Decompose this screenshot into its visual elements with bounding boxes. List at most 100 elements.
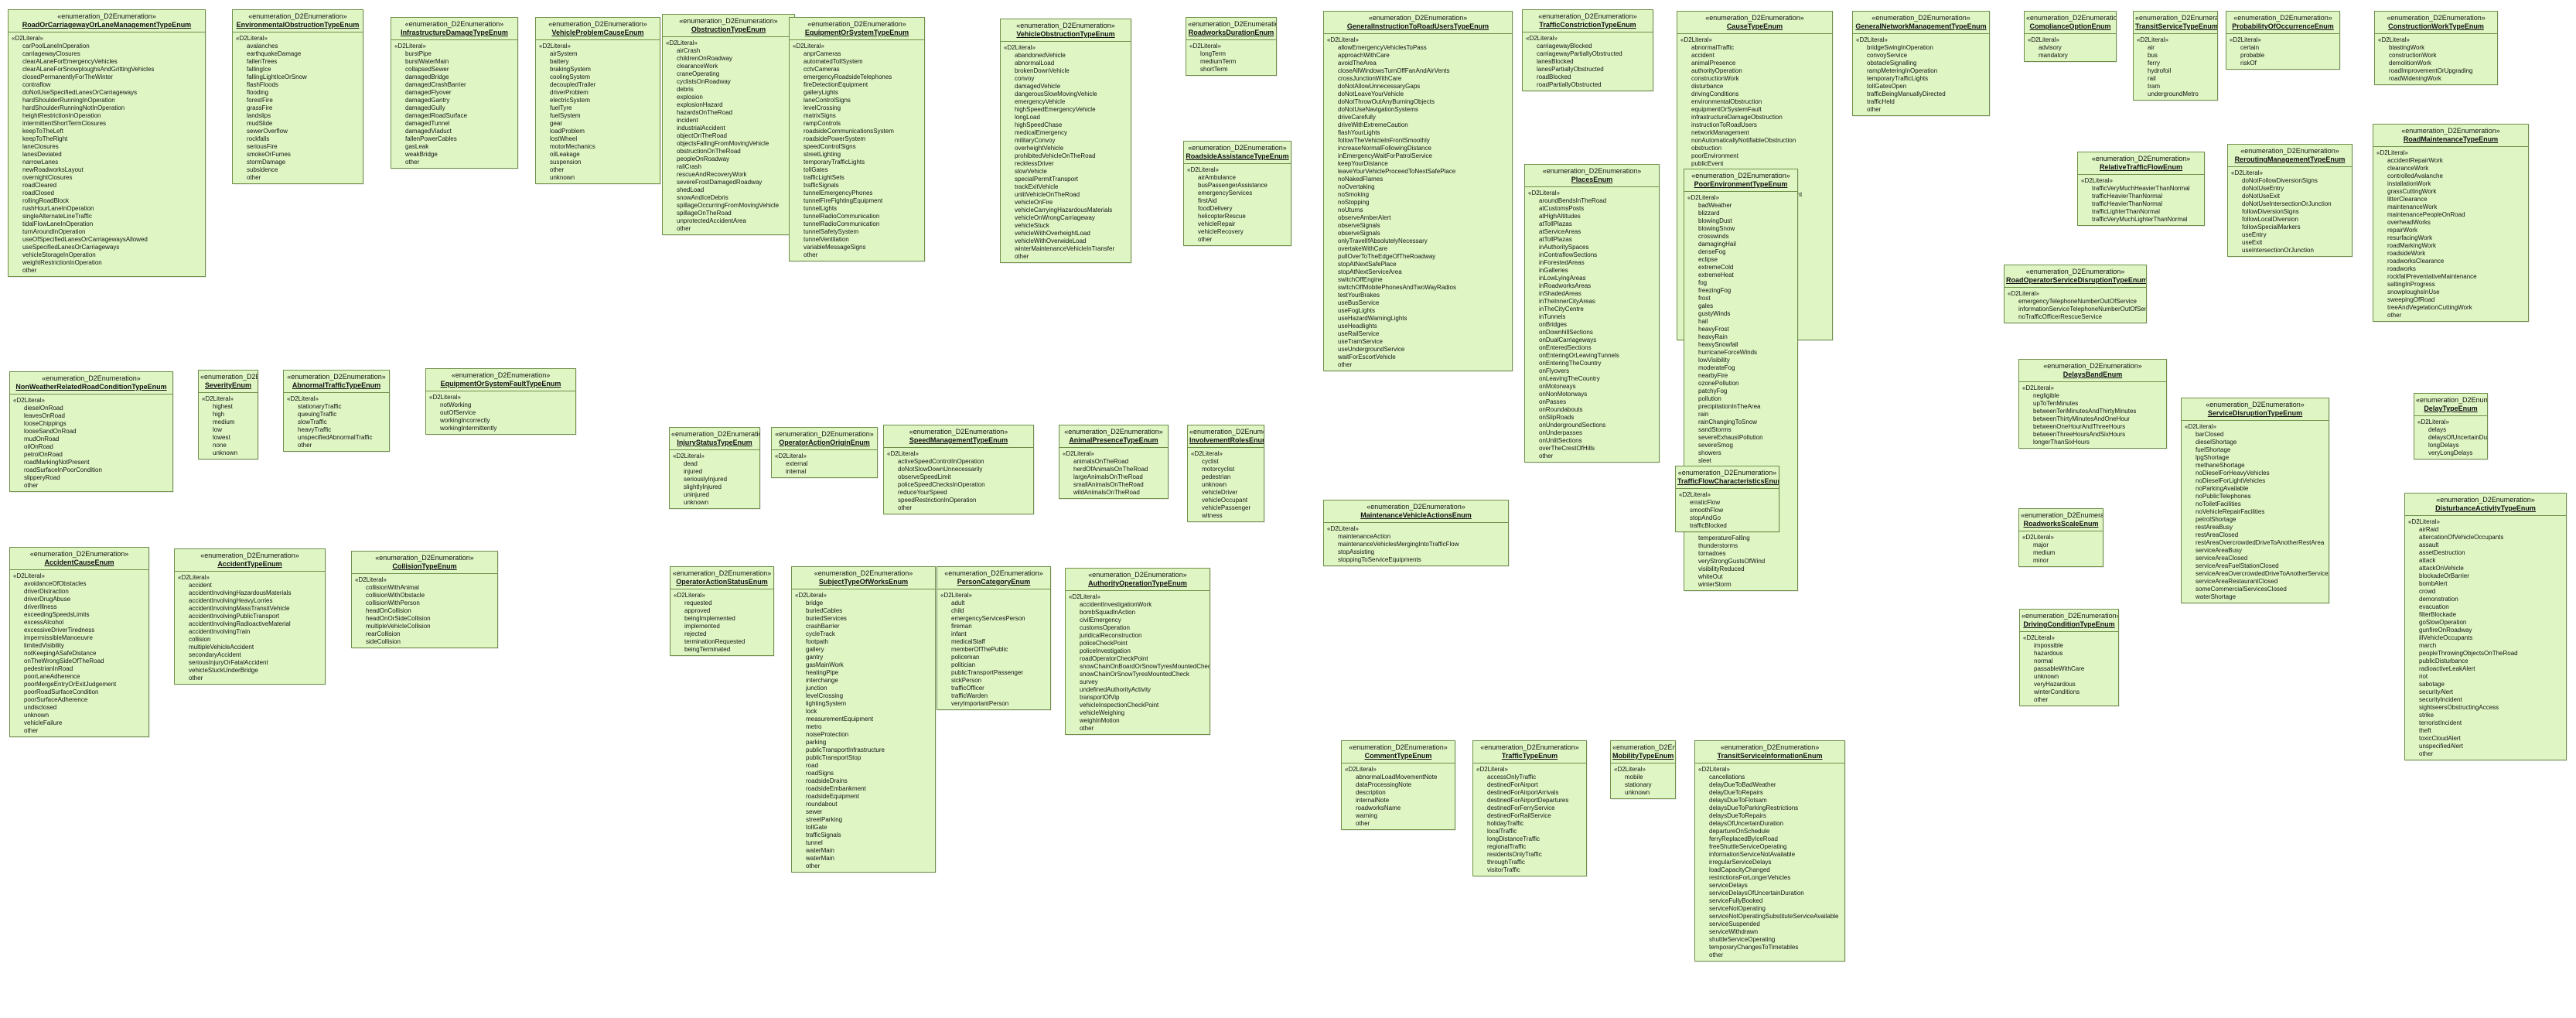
- enum-literal: laneControlSigns: [804, 97, 851, 104]
- enum-literal: saltingInProgress: [2387, 281, 2435, 288]
- enum-literal: serviceAreaFuelStationClosed: [2196, 562, 2279, 569]
- enum-stereotype: «enumeration_D2Enumeration»: [2206, 401, 2305, 408]
- enum-literal: avalanches: [247, 43, 278, 50]
- enum-literal: helicopterRescue: [1198, 213, 1246, 220]
- enum-literal: serviceAreaClosed: [2196, 555, 2248, 562]
- enum-literal: tunnelSafetySystem: [804, 228, 859, 235]
- enum-box: «enumeration_D2Enumeration»DrivingCondit…: [2019, 609, 2119, 706]
- enum-literal: fallenPowerCables: [405, 135, 457, 142]
- enum-literal: airRaid: [2419, 526, 2439, 533]
- enum-literal: nonAutomaticallyNotifiableObstruction: [1691, 137, 1796, 144]
- enum-stereotype: «enumeration_D2Enumeration»: [1368, 14, 1468, 22]
- enum-literal: damagedVehicle: [1015, 83, 1061, 90]
- enum-stereotype: «enumeration_D2Enumeration»: [1720, 743, 1820, 751]
- enum-header: «enumeration_D2Enumeration»MobilityTypeE…: [1611, 741, 1675, 764]
- enum-literal: crossJunctionWithCare: [1338, 75, 1402, 82]
- literals-keyword: «D2Literal»: [2185, 423, 2216, 430]
- literals-keyword: «D2Literal»: [2028, 36, 2059, 43]
- enum-box: «enumeration_D2Enumeration»RoadMaintenan…: [2373, 124, 2529, 322]
- enum-literal: blastingWork: [2389, 44, 2425, 51]
- enum-name: TrafficConstrictionTypeEnum: [1539, 21, 1636, 29]
- enum-literal: streetLighting: [804, 151, 841, 158]
- enum-literal: prohibitedVehicleOnTheRoad: [1015, 152, 1096, 159]
- enum-literal: driverDistraction: [24, 588, 69, 595]
- enum-name: VehicleObstructionTypeEnum: [1016, 30, 1115, 38]
- enum-literal: serviceNotOperating: [1709, 905, 1766, 912]
- enum-literal: stopAtNextSafePlace: [1338, 261, 1397, 268]
- enum-literal: vehicleOccupant: [1202, 497, 1248, 504]
- enum-literal: undisclosed: [24, 704, 57, 711]
- enum-literal: policeInvestigation: [1080, 647, 1131, 654]
- enum-name: DrivingConditionTypeEnum: [2023, 620, 2115, 628]
- enum-literal: other: [1867, 106, 1882, 113]
- enum-literal: rail: [2148, 75, 2156, 82]
- enum-literal: throughTraffic: [1487, 859, 1525, 866]
- enum-literal: negligible: [2033, 392, 2059, 399]
- enum-stereotype: «enumeration_D2Enumeration»: [1188, 20, 1277, 28]
- enum-box: «enumeration_D2Enumeration»RoadworksScal…: [2018, 508, 2103, 567]
- enum-literal: obstructionOnTheRoad: [677, 148, 741, 155]
- enum-box: «enumeration_D2Enumeration»GeneralNetwor…: [1852, 11, 1990, 116]
- enum-literal: winterMaintenanceVehicleInTransfer: [1015, 245, 1115, 252]
- enum-literal: excessiveDriverTiredness: [24, 627, 95, 634]
- enum-literal: serviceAreaOvercrowdedDriveToAnotherServ…: [2196, 570, 2329, 577]
- enum-literal: activeSpeedControlInOperation: [898, 458, 984, 465]
- enum-literal: petrolOnRoad: [24, 451, 63, 458]
- enum-stereotype: «enumeration_D2Enumeration»: [1705, 14, 1804, 22]
- enum-name: NonWeatherRelatedRoadConditionTypeEnum: [15, 383, 167, 391]
- enum-literal: followTheVehicleInFrontSmoothly: [1338, 137, 1430, 144]
- enum-literal: filterBlockade: [2419, 611, 2457, 618]
- enum-box: «enumeration_D2Enumeration»Environmental…: [232, 9, 363, 184]
- enum-literal: lanesDeviated: [22, 151, 62, 158]
- enum-literal: smokeOrFumes: [247, 151, 291, 158]
- enum-literal: tollGatesOpen: [1867, 83, 1907, 90]
- enum-literal: uninjured: [684, 491, 709, 498]
- enum-literal: destinedForFerryService: [1487, 804, 1555, 811]
- enum-header: «enumeration_D2Enumeration»OperatorActio…: [670, 567, 773, 589]
- enum-literal: destinedForAirport: [1487, 781, 1538, 788]
- enum-literal: queuingTraffic: [298, 411, 337, 418]
- enum-literal: flashYourLights: [1338, 129, 1380, 136]
- enum-literal: major: [2033, 541, 2049, 548]
- enum-name: SubjectTypeOfWorksEnum: [818, 578, 909, 586]
- enum-box: «enumeration_D2Enumeration»VehicleProble…: [535, 17, 660, 184]
- enum-header: «enumeration_D2Enumeration»RoadworksScal…: [2019, 509, 2103, 531]
- enum-literal: controlledAvalanche: [2387, 173, 2443, 179]
- enum-name: RoadOrCarriagewayOrLaneManagementTypeEnu…: [22, 21, 192, 29]
- literals-keyword: «D2Literal»: [429, 394, 461, 401]
- enum-literal: poorEnvironment: [1691, 152, 1738, 159]
- enum-literal: notKeepingASafeDistance: [24, 650, 97, 657]
- enum-box: «enumeration_D2Enumeration»AccidentCause…: [9, 547, 149, 737]
- enum-literal: rainChangingToSnow: [1698, 418, 1758, 425]
- enum-literal: external: [786, 460, 808, 467]
- enum-stereotype: «enumeration_D2Enumeration»: [404, 20, 504, 28]
- enum-literal: veryHazardous: [2034, 681, 2076, 688]
- enum-literal: trafficBeingManuallyDirected: [1867, 91, 1946, 97]
- enum-literal: serviceNotOperatingSubstituteServiceAvai…: [1709, 913, 1839, 920]
- enum-literal: parking: [806, 739, 827, 746]
- literals-keyword: «D2Literal»: [13, 572, 45, 579]
- enum-literal: onUnderpasses: [1539, 429, 1583, 436]
- enum-literal: other: [1539, 453, 1554, 459]
- enum-literal: damagedCrashBarrier: [405, 81, 466, 88]
- enum-literal: unspecifiedAlert: [2419, 743, 2463, 750]
- enum-literal: maintenanceWork: [2387, 203, 2438, 210]
- literals-keyword: «D2Literal»: [940, 592, 972, 599]
- enum-literal: cctvCameras: [804, 66, 840, 73]
- enum-literal: restAreaClosed: [2196, 531, 2239, 538]
- literals-keyword: «D2Literal»: [1187, 166, 1219, 173]
- enum-literal: gallery: [806, 646, 824, 653]
- enum-literal: onEnteringTheCountry: [1539, 360, 1602, 367]
